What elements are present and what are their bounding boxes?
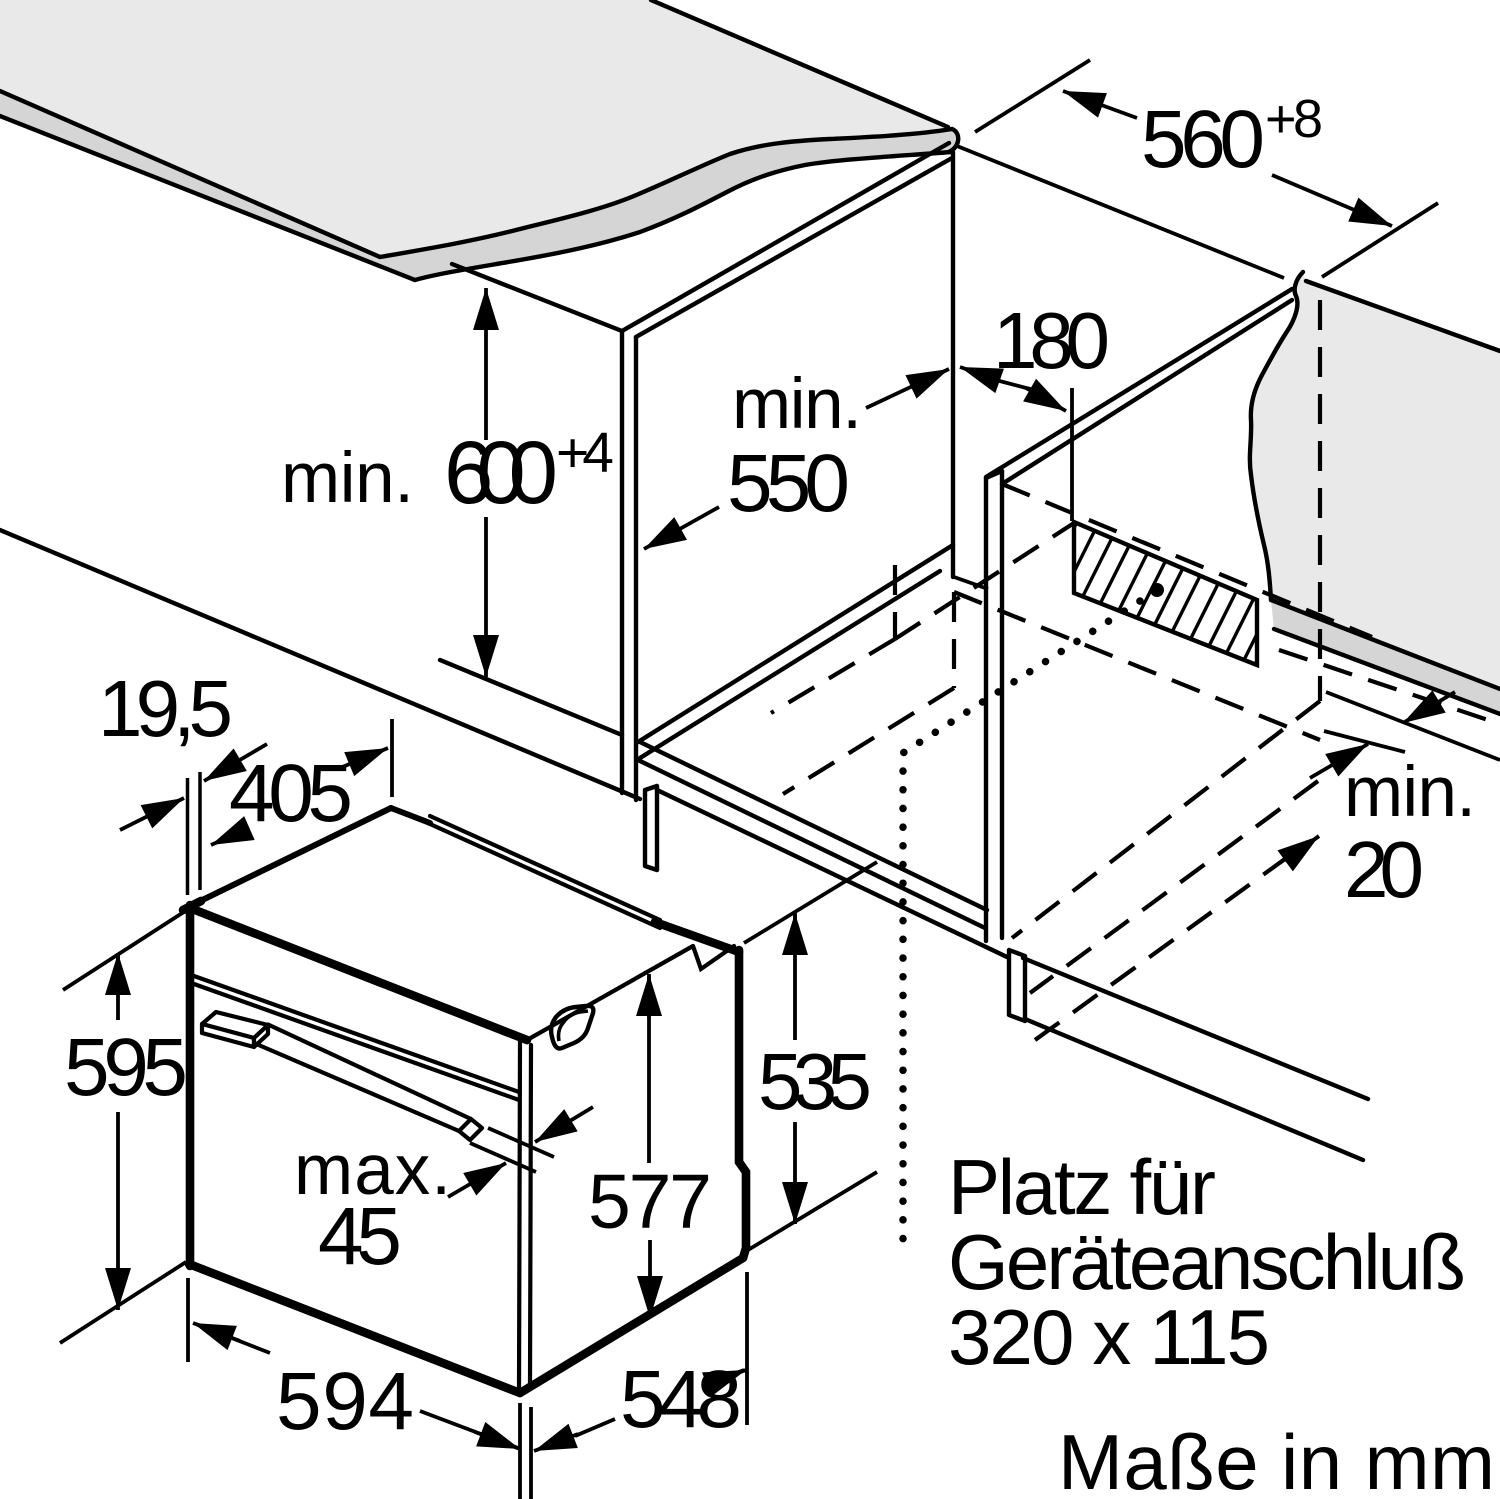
svg-text:+8: +8 [1265,89,1323,149]
svg-text:+4: +4 [556,421,614,485]
svg-text:45: 45 [318,1191,402,1282]
svg-text:548: 548 [620,1354,742,1445]
svg-text:Maße in mm: Maße in mm [1058,1418,1495,1499]
svg-text:405: 405 [229,748,353,839]
svg-text:Platz für: Platz für [948,1143,1216,1231]
svg-text:535: 535 [758,1037,872,1126]
svg-text:594: 594 [276,1356,414,1447]
svg-text:min.: min. [1344,753,1476,832]
svg-text:19,5: 19,5 [98,664,233,753]
svg-text:min.: min. [281,439,414,518]
svg-text:550: 550 [727,438,850,529]
svg-text:min.: min. [732,365,862,444]
svg-text:20: 20 [1344,825,1424,914]
svg-text:320 x 115: 320 x 115 [948,1293,1270,1381]
svg-text:180: 180 [993,296,1110,385]
svg-text:max.: max. [294,1131,451,1210]
svg-text:595: 595 [64,1022,188,1113]
svg-text:600: 600 [444,422,558,522]
svg-text:577: 577 [588,1159,712,1245]
svg-text:Geräteanschluß: Geräteanschluß [948,1218,1466,1306]
svg-text:560: 560 [1141,94,1265,185]
